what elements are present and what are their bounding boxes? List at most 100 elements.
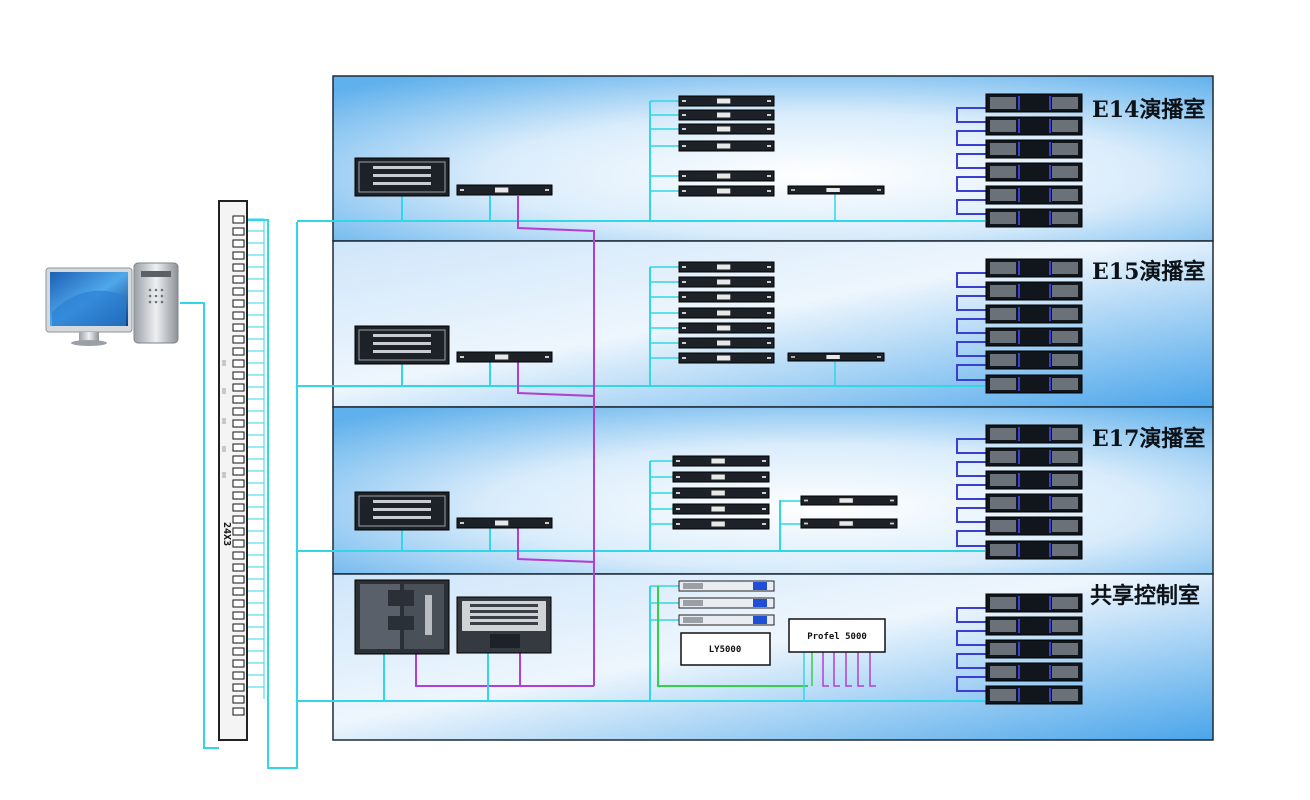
profel-mixer-body [788,618,886,653]
patch-jumper [244,278,265,291]
mixer-output-cable [822,652,829,687]
rack-unit-display [495,520,509,526]
speaker-amplifier [985,493,1083,513]
amp-stripe [1018,377,1020,391]
patch-mark [222,418,226,424]
patch-port [232,347,245,356]
netamp-panel [683,600,703,606]
rack-unit-display [839,498,853,503]
speaker-amplifier [985,258,1083,278]
amp-stripe [1049,688,1051,702]
amp-stripe [1018,496,1020,510]
patch-port [232,287,245,296]
speaker-amplifier [985,470,1083,490]
patch-port [232,575,245,584]
processor-frame [358,495,446,527]
patch-port [232,539,245,548]
patch-jumper [244,434,265,447]
patch-jumper [244,458,265,471]
patch-jumper [244,266,265,279]
amp-stripe [1018,543,1020,557]
rack-amplifier [800,518,898,529]
amp-stripe [1018,188,1020,202]
ly-processor: LY5000 [680,632,771,666]
rack-unit-display [717,173,731,179]
tower-pc-icon [133,262,179,344]
patch-port [232,599,245,608]
amp-panel-right [1052,262,1078,274]
amp-stripe [1049,619,1051,633]
amp-panel-left [990,120,1016,132]
rack-unit-led [682,100,686,102]
patch-jumper [244,494,265,507]
rack-unit-display [711,521,725,527]
desk-text-line [470,616,538,619]
amp-panel-right [1052,497,1078,509]
mixer-output-cable [845,652,852,687]
patch-jumper [244,614,265,627]
rack-unit-display [495,354,509,360]
amp-panel-left [990,143,1016,155]
rack-unit-display [717,188,731,194]
amp-stripe [1049,543,1051,557]
amp-panel-right [1052,428,1078,440]
processor-text-line [373,342,431,345]
amp-stripe [1018,307,1020,321]
rack-amplifier [678,291,775,303]
amp-panel-left [990,689,1016,701]
amp-stripe [1049,284,1051,298]
console-slider [425,595,432,635]
rack-unit-led [767,128,771,130]
local-loop-cable [956,630,986,646]
network-device [787,185,885,195]
amp-stripe [1049,261,1051,275]
device-layer: LY5000 Profel 5000 [354,93,1083,705]
amp-panel-left [990,166,1016,178]
patch-port [232,227,245,236]
control-console [354,579,450,655]
patch-port [232,695,245,704]
local-loop-cable [956,438,986,454]
amp-panel-right [1052,544,1078,556]
amp-stripe [1018,119,1020,133]
patch-jumper [244,470,265,483]
patch-port [232,515,245,524]
rack-unit-led [762,508,766,510]
rack-unit-led [460,356,464,358]
rack-unit-display [717,143,731,149]
rack-unit-led [682,145,686,147]
rack-amplifier [678,170,775,182]
rack-amplifier [800,495,898,506]
netamp-body [678,597,775,609]
amp-panel-right [1052,597,1078,609]
rack-unit-led [676,492,680,494]
rack-unit-led [682,327,686,329]
network-device [787,352,885,362]
rack-unit-led [545,189,549,191]
signal-cable [657,586,808,687]
profel-mixer-label: Profel 5000 [807,632,867,642]
patch-port [232,455,245,464]
local-loop-cable [956,341,986,357]
patch-jumper [244,290,265,303]
audio-processor [354,491,450,531]
amp-panel-left [990,212,1016,224]
amp-panel-left [990,285,1016,297]
local-loop-cable [956,461,986,477]
rack-unit-display [711,474,725,480]
netamp-body [678,614,775,626]
netamp-panel [683,583,703,589]
local-loop-cable [956,653,986,669]
network-switch [456,184,553,196]
networked-amplifier [678,597,775,609]
network-switch [456,517,553,529]
patch-mark [222,388,226,394]
rack-unit-led [890,499,894,502]
local-loop-cable [956,607,986,623]
patch-jumper [244,398,265,411]
patch-port [232,383,245,392]
local-loop-cable [956,676,986,692]
processor-text-line [373,182,431,185]
rack-unit-display [839,521,853,526]
amp-stripe [1049,96,1051,110]
